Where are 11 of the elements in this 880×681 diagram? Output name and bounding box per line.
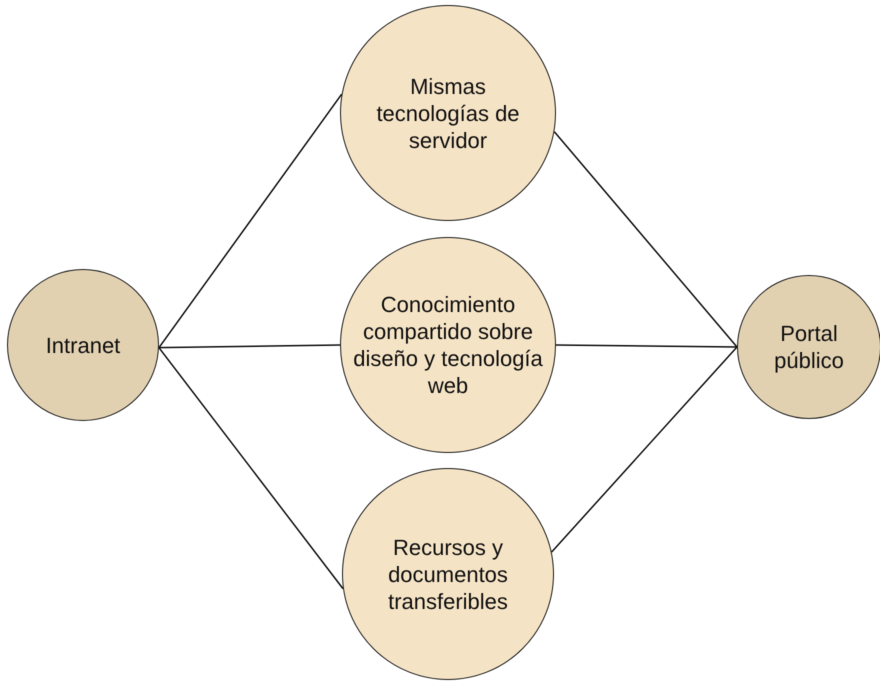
node-label: Portal público [773,320,845,374]
connector-line [158,344,340,348]
node-label: Intranet [46,332,120,358]
connector-line [158,347,344,590]
connector-line [554,131,738,348]
connector-line [556,344,737,348]
node-label: Mismas tecnologías de servidor [375,72,521,154]
node-label: Conocimiento compartido sobre diseño y tecnología web [353,291,543,399]
connector-line [551,346,738,552]
node-label: Recursos y documentos transferibles [387,534,509,614]
connector-line [158,94,342,348]
